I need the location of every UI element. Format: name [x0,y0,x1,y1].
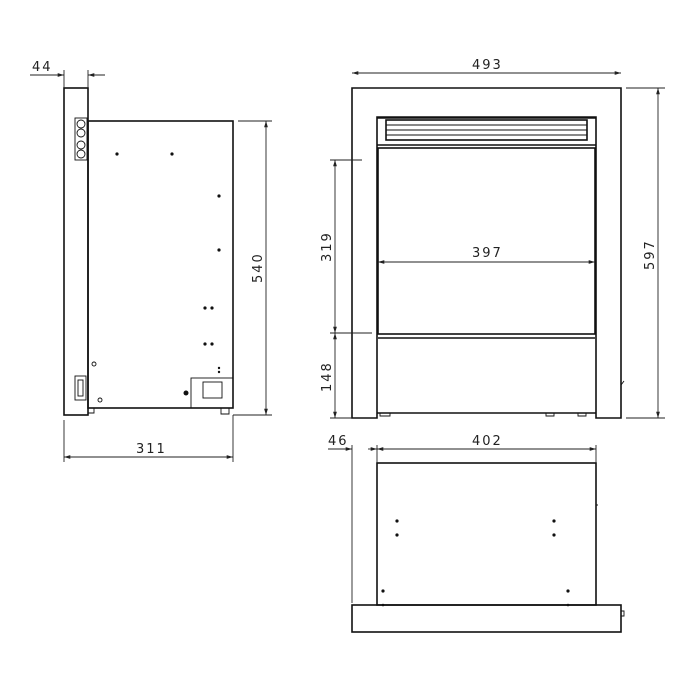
dimension-bottom-height: 148 [320,333,352,419]
top-view: 46 402 [328,434,625,633]
dimension-height-front: 597 [626,87,665,419]
dimension-depth: 311 [63,415,234,462]
surround-top [351,604,622,633]
dim-label-597: 597 [643,239,658,270]
top-screw-holes [381,519,570,607]
side-view: 44 540 311 [30,60,272,462]
feet [87,408,230,415]
dimension-glass-height: 319 [320,159,372,334]
screw-holes [91,152,221,403]
dim-label-319: 319 [320,231,335,262]
dim-label-311: 311 [136,442,167,457]
dim-label-46: 46 [328,434,349,449]
dimension-offset: 46 [328,434,378,603]
dim-label-397: 397 [472,246,503,261]
body-top [376,462,597,606]
glass-panel [377,147,596,335]
dimension-body-width: 402 [377,434,597,463]
power-switch [74,375,87,401]
dimension-height-side: 540 [233,120,272,416]
front-panel-side [63,87,89,416]
front-view: 493 597 319 148 397 [320,58,665,419]
dim-label-44: 44 [32,60,53,75]
surround-frame [351,87,622,419]
dimension-glass-width: 397 [378,246,595,264]
dimension-panel-depth: 44 [30,60,105,88]
dim-label-148: 148 [320,361,335,392]
front-feet [379,413,587,417]
body-side [87,120,234,409]
heater-grille [385,119,588,141]
dim-label-402: 402 [472,434,503,449]
dim-label-493: 493 [472,58,503,73]
control-knobs [74,117,88,161]
socket-box [190,377,234,409]
dim-label-540: 540 [251,252,266,283]
dimension-width-front: 493 [352,58,621,75]
